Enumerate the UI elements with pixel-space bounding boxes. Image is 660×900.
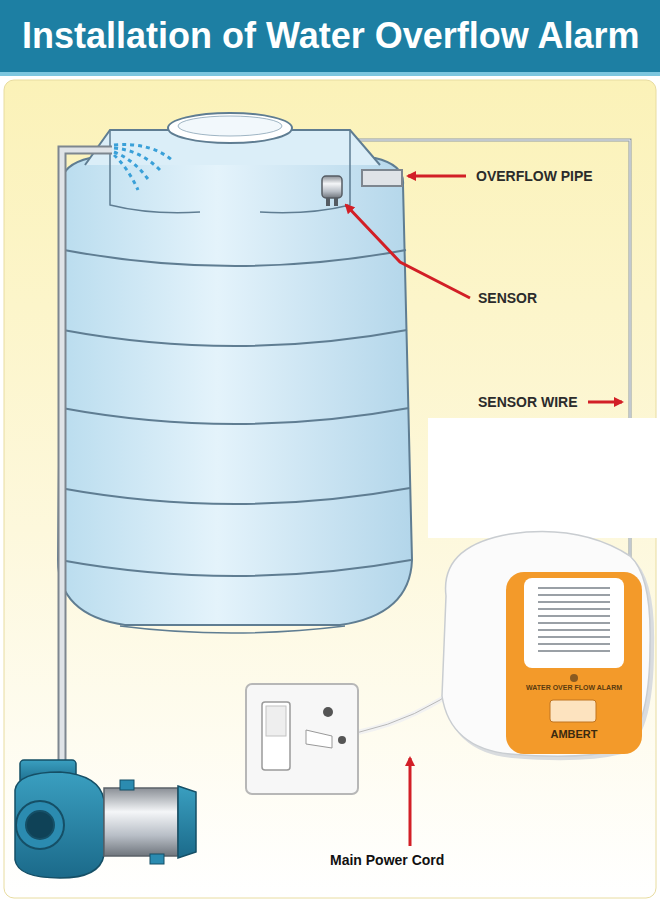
wall-switch-part bbox=[262, 702, 290, 770]
leader-lines-part bbox=[588, 401, 622, 404]
water-tank-part bbox=[60, 560, 411, 576]
water-pump-part bbox=[178, 786, 196, 858]
wall-switch-part bbox=[338, 736, 346, 744]
water-pump-part bbox=[150, 854, 164, 864]
water-pump-part bbox=[120, 780, 134, 790]
water-tank bbox=[58, 113, 412, 633]
sensor-part bbox=[326, 198, 330, 206]
inlet-pipe-part bbox=[62, 150, 112, 760]
water-tank-part bbox=[62, 408, 409, 424]
water-pump bbox=[15, 760, 196, 878]
water-pump-part bbox=[16, 801, 64, 849]
title-text: Installation of Water Overflow Alarm bbox=[22, 15, 639, 57]
water-tank-part bbox=[60, 488, 410, 504]
device-body bbox=[524, 578, 624, 668]
speaker-grille bbox=[538, 594, 610, 596]
device-backdrop-part bbox=[428, 418, 660, 538]
alarm-device: WATER OVER FLOW ALARM AMBERT bbox=[432, 528, 656, 764]
water-tank-part bbox=[58, 158, 412, 625]
leader-lines-part bbox=[409, 758, 412, 846]
water-tank-part bbox=[120, 626, 345, 633]
speaker-grille bbox=[538, 601, 610, 603]
wall-switch-part bbox=[246, 684, 358, 794]
water-pump-part bbox=[15, 772, 104, 878]
water-spray bbox=[114, 145, 172, 190]
speaker-grille bbox=[538, 622, 610, 624]
callout-label: SENSOR bbox=[478, 290, 537, 306]
title-band-part bbox=[0, 0, 660, 72]
water-spray-part bbox=[114, 155, 138, 190]
wall-switch-part bbox=[266, 706, 286, 736]
wall-switch-part bbox=[306, 730, 332, 748]
water-pump-part bbox=[104, 788, 178, 856]
device-backdrop bbox=[428, 418, 660, 538]
water-spray-part bbox=[114, 152, 150, 182]
overflow-pipe-part bbox=[362, 170, 402, 186]
device-outline bbox=[432, 528, 656, 764]
wall-switch bbox=[246, 684, 358, 794]
callout-label: OVERFLOW PIPE bbox=[476, 168, 593, 184]
callout-label: SENSOR WIRE bbox=[478, 394, 578, 410]
device-body bbox=[550, 700, 596, 722]
leader-lines-part bbox=[346, 205, 470, 298]
device-label: WATER OVER FLOW ALARM bbox=[506, 684, 642, 691]
speaker-grille bbox=[538, 587, 610, 589]
water-tank-part bbox=[63, 330, 407, 346]
brand-name: AMBERT bbox=[506, 728, 642, 740]
water-spray-part bbox=[114, 145, 172, 160]
title-band bbox=[0, 0, 660, 76]
water-pump-part bbox=[26, 811, 54, 839]
sensor-part bbox=[322, 176, 342, 198]
water-tank-part bbox=[168, 113, 292, 143]
wall-switch-part bbox=[323, 707, 333, 717]
sensor bbox=[322, 176, 342, 206]
leader-lines-part bbox=[408, 175, 466, 178]
speaker-grille bbox=[538, 629, 610, 631]
inlet-pipe bbox=[62, 145, 172, 760]
speaker-grille bbox=[538, 650, 610, 652]
sensor-part bbox=[334, 198, 338, 206]
callout-label: Main Power Cord bbox=[330, 852, 444, 868]
inlet-pipe-part bbox=[62, 150, 112, 760]
overflow-pipe bbox=[362, 170, 402, 186]
title-band-part bbox=[0, 72, 660, 76]
speaker-grille bbox=[538, 643, 610, 645]
speaker-grille bbox=[538, 608, 610, 610]
water-tank-part bbox=[64, 250, 406, 266]
device-body bbox=[570, 674, 578, 682]
water-tank-part bbox=[178, 116, 282, 136]
speaker-grille bbox=[538, 636, 610, 638]
device-body bbox=[506, 572, 642, 754]
device-body bbox=[442, 532, 650, 757]
speaker-grille bbox=[538, 615, 610, 617]
